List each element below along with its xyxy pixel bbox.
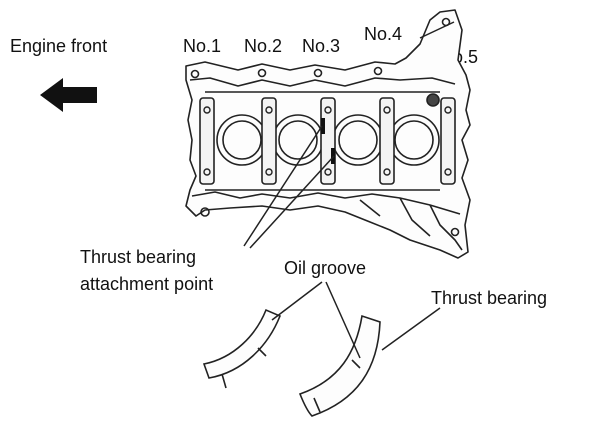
left-arrow-icon — [40, 78, 97, 112]
leader-oil-groove-right — [325, 281, 361, 359]
leader-no4 — [419, 21, 455, 39]
bulkhead-no2 — [261, 97, 277, 185]
engine-front-label: Engine front — [10, 36, 107, 56]
thrust-bearing-right — [298, 314, 381, 417]
journal-no1-label: No.1 — [183, 36, 221, 56]
leader-thrust-attach-upper — [243, 125, 323, 247]
thrust-attachment-label-line1: Thrust bearing — [80, 247, 196, 267]
thrust-bearing-label: Thrust bearing — [431, 288, 547, 308]
leader-thrust-attach-lower — [249, 155, 335, 249]
leader-thrust-bearing — [381, 307, 441, 351]
oil-groove-label: Oil groove — [284, 258, 366, 278]
bulkhead-no1 — [199, 97, 215, 185]
leader-lines — [243, 21, 455, 359]
bulkhead-no4 — [379, 97, 395, 185]
leader-oil-groove-left — [271, 281, 323, 321]
thrust-bearing-left — [202, 308, 282, 389]
journal-no3-label: No.3 — [302, 36, 340, 56]
journal-no2-label: No.2 — [244, 36, 282, 56]
thrust-attachment-label-line2: attachment point — [80, 274, 213, 294]
journal-no4-label: No.4 — [364, 24, 402, 44]
bulkhead-no3 — [320, 97, 336, 185]
bulkhead-no5 — [440, 97, 456, 185]
